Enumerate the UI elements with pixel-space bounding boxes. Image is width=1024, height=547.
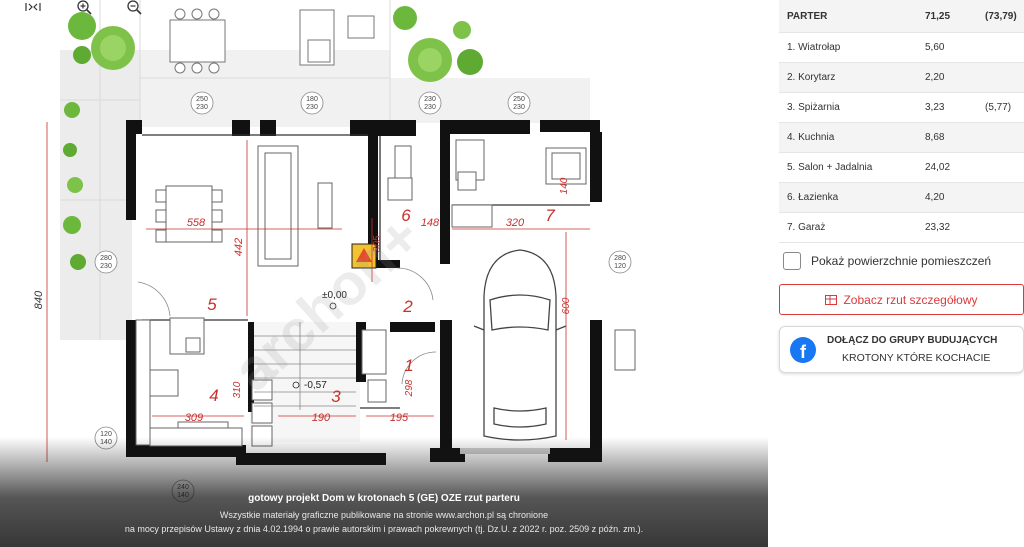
dimension-label: 298 [404,379,415,397]
room-number: 7 [545,206,555,225]
window-label: 280 [100,255,112,262]
window-label: 230 [100,263,112,270]
room-area: 23,32 [917,212,977,243]
trees-right [393,6,483,82]
room-number: 2 [402,297,413,316]
room-area: 4,20 [917,182,977,213]
floor-plan-icon [825,294,838,305]
table-header-row: PARTER 71,25 (73,79) [779,0,1024,33]
window-label: 120 [614,263,626,270]
detailed-plan-label: Zobacz rzut szczegółowy [843,292,978,307]
trees-left [63,12,135,270]
dimension-label: 600 [561,297,572,314]
level-label: ±0,00 [322,290,347,301]
terrace-table [169,8,375,74]
window-label: 230 [424,104,436,111]
window-label: 230 [513,104,525,111]
window-label: 250 [196,96,208,103]
room-area-extra [977,152,1024,183]
image-caption: gotowy projekt Dom w krotonach 5 (GE) OZ… [0,437,768,547]
zoom-in-button[interactable] [74,0,96,18]
room-number: 1 [404,356,413,375]
show-areas-checkbox[interactable] [783,252,801,270]
fit-button[interactable] [22,0,44,18]
detailed-plan-button[interactable]: Zobacz rzut szczegółowy [779,284,1024,315]
caption-line-2: na mocy przepisów Ustawy z dnia 4.02.199… [124,524,644,534]
dimension-label: 148 [421,217,440,229]
window-label: 180 [306,96,318,103]
room-name: 7. Garaż [779,212,917,243]
dimension-label: 140 [559,177,570,194]
room-number: 4 [209,386,218,405]
facebook-group-banner[interactable]: f DOŁĄCZ DO GRUPY BUDUJĄCYCH KROTONY KTÓ… [779,326,1024,373]
dimension-label: 840 [33,290,45,309]
window-label: 230 [196,104,208,111]
window-label: 230 [306,104,318,111]
dimension-label: 305 [372,235,383,252]
dimension-label: 195 [390,412,409,424]
room-area: 5,60 [917,32,977,63]
window-label: 120 [100,431,112,438]
dimension-label: 309 [185,412,203,424]
dimension-label: 320 [506,217,525,229]
zoom-out-button[interactable] [124,0,146,18]
floor-area-extra: (73,79) [977,0,1024,33]
room-name: 4. Kuchnia [779,122,917,153]
room-area: 8,68 [917,122,977,153]
zoom-out-icon [126,0,144,20]
room-name: 2. Korytarz [779,62,917,93]
room-number: 5 [207,295,217,314]
zoom-in-icon [76,0,94,20]
dimension-label: 310 [232,381,243,398]
facebook-banner-line-1: DOŁĄCZ DO GRUPY BUDUJĄCYCH [827,335,998,346]
facebook-icon: f [790,337,816,363]
level-label: -0,57 [304,380,327,391]
room-area-extra [977,62,1024,93]
floor-area: 71,25 [917,0,977,33]
caption-line-1: Wszystkie materiały graficzne publikowan… [219,510,549,520]
window-label: 280 [614,255,626,262]
dimension-label: 442 [233,238,245,256]
room-area-extra: (5,77) [977,92,1024,123]
room-name: 1. Wiatrołap [779,32,917,63]
room-area-extra [977,212,1024,243]
caption-title: gotowy projekt Dom w krotonach 5 (GE) OZ… [248,493,520,504]
room-name: 6. Łazienka [779,182,917,213]
show-areas-label: Pokaż powierzchnie pomieszczeń [811,254,992,268]
show-areas-toggle[interactable]: Pokaż powierzchnie pomieszczeń [783,252,991,270]
floor-name: PARTER [779,0,917,33]
room-number: 3 [331,387,341,406]
room-area-extra [977,32,1024,63]
room-name: 5. Salon + Jadalnia [779,152,917,183]
room-area: 24,02 [917,152,977,183]
dimension-label: 558 [187,217,206,229]
room-area-extra [977,182,1024,213]
room-number: 6 [401,206,411,225]
floor-plan: 250 230 180 230 230 230 250 230 280 230 … [33,0,636,503]
room-area: 3,23 [917,92,977,123]
room-area: 2,20 [917,62,977,93]
room-name: 3. Spiżarnia [779,92,917,123]
window-label: 250 [513,96,525,103]
plan-viewer[interactable]: 250 230 180 230 230 230 250 230 280 230 … [0,0,768,547]
fit-icon [24,0,42,19]
facebook-banner-line-2: KROTONY KTÓRE KOCHACIE [842,352,991,364]
dimension-label: 190 [312,412,331,424]
room-area-extra [977,122,1024,153]
window-label: 230 [424,96,436,103]
